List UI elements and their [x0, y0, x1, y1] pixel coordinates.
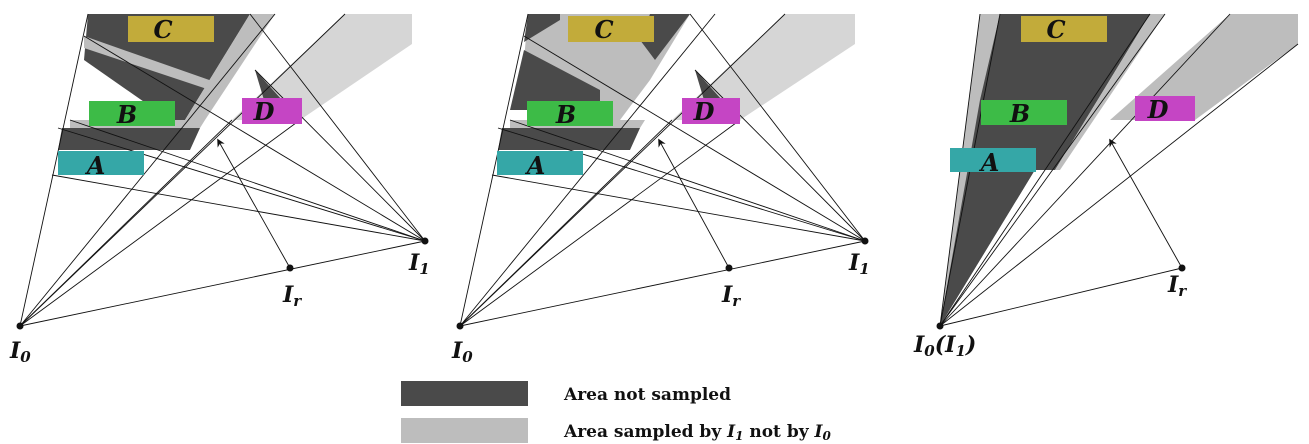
panel-3-label-d: D	[1147, 95, 1169, 124]
legend-label-sampled-by-i1: Area sampled by I1 not by I0	[563, 422, 831, 443]
panel-2-region-dark-top	[524, 14, 560, 42]
panel-2-point-i0	[456, 322, 464, 330]
panel-1-region-d-light	[232, 14, 412, 120]
panel-2-point-i1	[861, 237, 869, 245]
panel-1-label-b: B	[116, 100, 137, 129]
panel-1-ray	[249, 13, 426, 242]
panel-2-box-d	[682, 98, 740, 124]
panel-1-region-light-top	[185, 14, 275, 120]
panel-3-region-gap	[940, 170, 1055, 326]
panel-1-point-ir	[286, 264, 294, 272]
panel-1-label-i0: I0	[9, 338, 31, 366]
panel-1-point-i0	[16, 322, 24, 330]
panel-3-region-light-right	[1055, 14, 1165, 170]
panel-2-ray	[497, 127, 866, 242]
panel-2-ray	[459, 13, 716, 327]
legend-swatch-sampled-by-i1	[401, 418, 528, 443]
panel-2-label-b: B	[555, 100, 576, 129]
panel-1-ray	[19, 13, 276, 327]
panel-2-label-d: D	[693, 97, 715, 126]
panel-3-view-arrow	[1109, 138, 1183, 269]
panel-2-ray	[459, 240, 866, 327]
panel-1-ray	[83, 35, 426, 242]
panel-2-ray	[459, 119, 741, 327]
panel-2-box-c	[568, 16, 654, 42]
panel-3-label-a: A	[979, 148, 1000, 177]
panel-1: C B D A I0 I1 Ir	[9, 13, 430, 366]
panel-1-ray	[19, 13, 89, 327]
panel-3-box-a	[950, 148, 1036, 172]
panel-1-label-c: C	[153, 15, 172, 44]
panel-2-label-a: A	[525, 151, 546, 180]
panel-3-point-i0	[936, 322, 944, 330]
panel-3: C B D A I0(I1) Ir	[913, 13, 1299, 360]
panel-1-view-arrow	[217, 138, 291, 269]
panel-1-label-a: A	[85, 151, 106, 180]
panel-3-ray	[939, 43, 1299, 327]
panel-1-label-ir: Ir	[282, 282, 302, 310]
panel-3-ray	[939, 13, 1151, 327]
panel-1-region-light-band	[84, 36, 215, 90]
panel-1-label-d: D	[253, 97, 275, 126]
panel-2-label-ir: Ir	[721, 282, 741, 310]
panel-2: C B D A I0 I1 Ir	[451, 13, 870, 366]
panel-2-ray	[459, 13, 786, 327]
panel-3-point-ir	[1178, 264, 1186, 272]
panel-2-ray	[523, 35, 866, 242]
panel-2-ray	[509, 119, 866, 242]
panel-3-ray	[939, 13, 1231, 327]
panel-1-box-c	[128, 16, 214, 42]
legend-swatch-not-sampled	[401, 381, 528, 406]
panel-2-label-c: C	[594, 15, 613, 44]
panel-2-ray	[459, 119, 673, 327]
panel-2-box-b	[527, 101, 613, 126]
panel-1-region-dark-a	[58, 128, 200, 150]
panel-1-ray	[51, 174, 426, 242]
panel-2-point-ir	[725, 264, 733, 272]
panel-1-ray	[19, 240, 426, 327]
panel-3-label-ir: Ir	[1167, 272, 1187, 300]
panel-3-label-b: B	[1009, 99, 1030, 128]
panel-2-label-i1: I1	[848, 250, 870, 278]
panel-2-ray	[689, 13, 866, 242]
panel-3-ray	[939, 267, 1183, 327]
panel-1-ray	[19, 119, 301, 327]
panel-2-box-a	[497, 151, 583, 175]
legend-label-not-sampled: Area not sampled	[563, 385, 731, 405]
panel-2-region-dark-a	[498, 128, 640, 150]
panel-3-label-c: C	[1046, 15, 1065, 44]
panel-2-label-i0: I0	[451, 338, 473, 366]
panel-2-ray	[459, 13, 529, 327]
panel-1-ray	[57, 127, 426, 242]
panel-1-ray	[19, 13, 346, 327]
panel-2-ray	[491, 174, 866, 242]
panel-3-region-light-d	[1110, 14, 1298, 120]
panel-1-ray	[69, 119, 426, 242]
panel-3-ray	[939, 13, 1166, 327]
panel-1-box-d	[242, 98, 302, 124]
panel-2-view-arrow	[658, 138, 730, 269]
panel-3-box-d	[1135, 96, 1195, 121]
panel-2-region-dark-left	[510, 50, 600, 110]
panel-3-box-c	[1021, 16, 1107, 42]
panel-3-box-b	[981, 100, 1067, 125]
panel-1-point-i1	[421, 237, 429, 245]
panel-1-box-a	[58, 151, 144, 175]
legend: Area not sampled Area sampled by I1 not …	[401, 381, 831, 443]
panel-1-box-b	[89, 101, 175, 126]
panel-3-label-i0: I0(I1)	[913, 332, 976, 360]
panel-1-ray	[19, 119, 233, 327]
panel-1-label-i1: I1	[408, 250, 430, 278]
